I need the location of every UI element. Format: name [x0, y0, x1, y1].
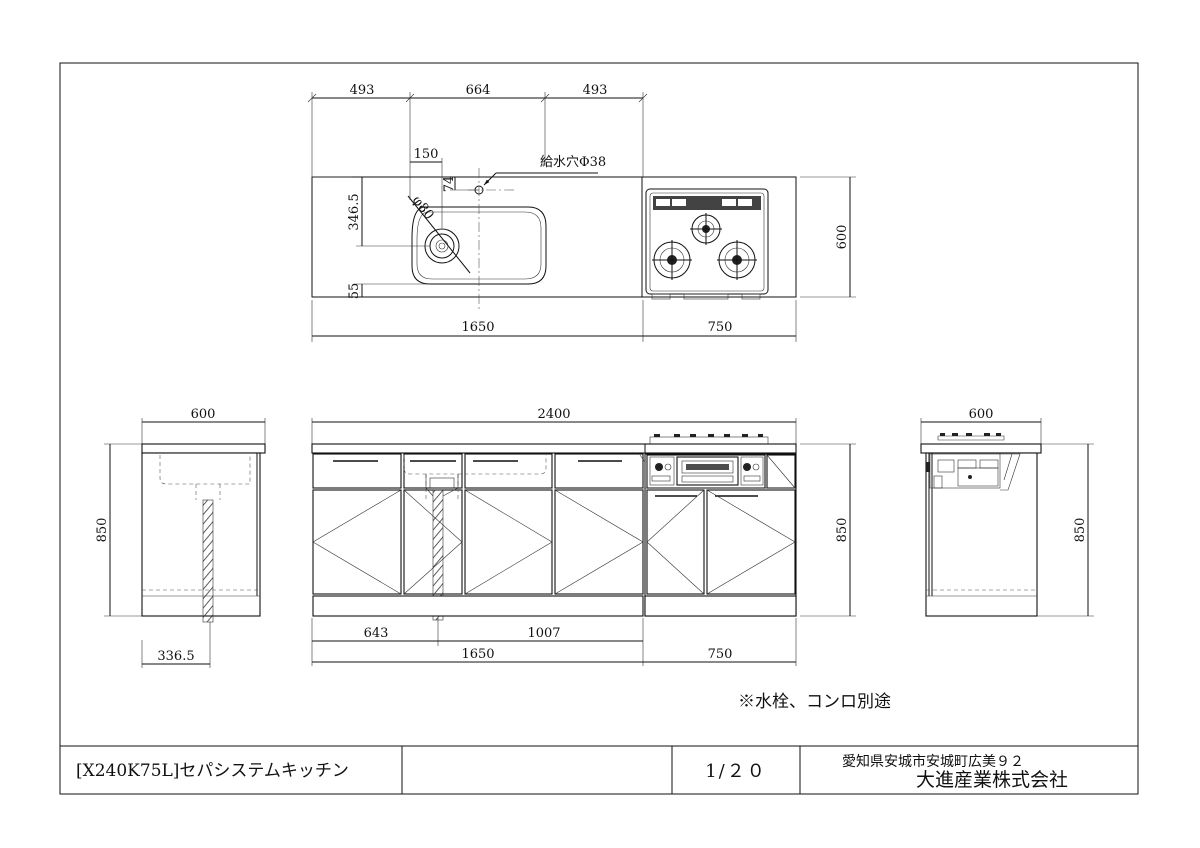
front-dim-height: 850	[835, 518, 850, 543]
plan-phi80-label: φ80	[409, 193, 437, 222]
front-drawer-2	[403, 453, 463, 489]
right-cabinet-body	[925, 452, 1038, 617]
company-address: 愛知県安城市安城町広美９２	[842, 753, 1024, 770]
front-drawer-3	[464, 453, 553, 489]
plan-dim-top-1: 493	[350, 83, 375, 98]
plan-dim-150: 150	[414, 147, 439, 162]
left-side-view: 600 850 336.5	[95, 407, 266, 668]
plan-dim-bottom-1: 1650	[461, 320, 494, 335]
left-cabinet-body	[141, 452, 261, 617]
model-name: [X240K75L]セパシステムキッチン	[76, 761, 349, 781]
front-dim-drain-1: 643	[364, 626, 389, 641]
left-countertop	[141, 443, 266, 454]
front-drawer-1	[312, 453, 402, 489]
company-name: 大進産業株式会社	[916, 769, 1068, 791]
right-dim-width: 600	[969, 407, 994, 422]
plan-dim-bottom-2: 750	[708, 320, 733, 335]
right-hob-section	[926, 453, 1021, 491]
plan-view: 給水穴Φ38 φ80 493	[307, 83, 856, 342]
front-door-1	[312, 489, 402, 595]
front-dim-bottom-1: 1650	[461, 647, 494, 662]
front-range-door-left	[646, 489, 705, 595]
plan-dim-74: 74	[442, 176, 457, 193]
title-block: [X240K75L]セパシステムキッチン 1/２０ 愛知県安城市安城町広美９２ …	[60, 745, 1138, 794]
front-range-door-right	[706, 489, 796, 595]
front-dim-bottom-2: 750	[708, 647, 733, 662]
front-door-3	[464, 489, 553, 595]
front-dim-drain-2: 1007	[527, 626, 560, 641]
plan-dim-depth: 600	[835, 225, 850, 250]
front-plinth	[312, 595, 644, 617]
plan-dim-top-3: 493	[583, 83, 608, 98]
left-dim-width: 600	[191, 407, 216, 422]
note-text: ※水栓、コンロ別途	[738, 692, 891, 712]
sheet-border	[59, 62, 1139, 795]
scale-label: 1/２０	[705, 761, 767, 782]
front-dim-total: 2400	[537, 407, 570, 422]
plan-burner-center	[690, 213, 722, 245]
right-countertop	[920, 443, 1042, 454]
right-side-view: 600 850	[920, 407, 1094, 617]
plan-countertop	[311, 176, 797, 298]
left-dim-height: 850	[95, 518, 110, 543]
plan-burner-right	[717, 240, 757, 280]
plan-dim-top-2: 664	[466, 83, 491, 98]
right-dim-height: 850	[1073, 518, 1088, 543]
plan-dim-346: 346.5	[347, 193, 362, 230]
left-drain-hose	[202, 499, 214, 623]
plan-burner-left	[652, 240, 692, 280]
plan-water-hole-label: 給水穴Φ38	[540, 155, 606, 170]
front-view: 2400	[311, 407, 856, 666]
front-drawer-4	[554, 453, 644, 489]
plan-sink-bowl	[411, 206, 547, 285]
front-door-4	[554, 489, 644, 595]
front-countertop	[311, 443, 797, 454]
left-dim-drain-offset: 336.5	[157, 649, 194, 664]
plan-dim-55: 55	[347, 283, 362, 300]
